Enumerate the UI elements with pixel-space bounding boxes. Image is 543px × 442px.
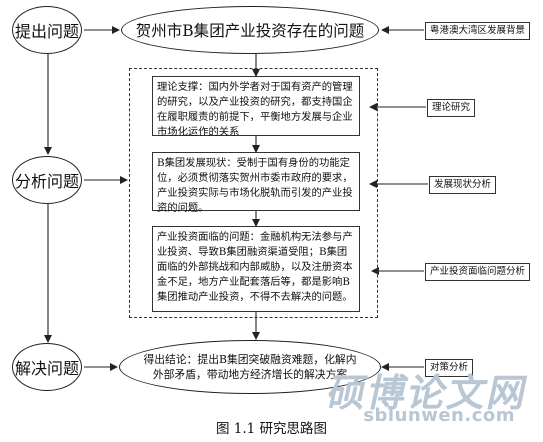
- conclusion-node: 得出结论：提出B集团突破融资难题，化解内外部矛盾，带动地方经济增长的解决方案: [119, 340, 381, 394]
- theory-box: 理论支撑：国内外学者对于国有资产的管理的研究，以及产业投资的研究，都支持国企在履…: [152, 76, 360, 138]
- tag-status: 发展现状分析: [429, 176, 497, 194]
- tag-theory: 理论研究: [427, 99, 476, 117]
- figure-caption: 图 1.1 研究思路图: [215, 421, 328, 437]
- problems-box: 产业投资面临的问题：金融机构无法参与产业投资、导致B集团融资渠道受阻；B集团面临…: [152, 226, 360, 312]
- stage-analyze: 分析问题: [12, 156, 82, 204]
- tag-problems: 产业投资面临问题分析: [425, 263, 531, 281]
- watermark-url: sblunwen.com: [363, 405, 515, 426]
- analysis-panel: [129, 68, 378, 318]
- stage-propose: 提出问题: [12, 6, 82, 54]
- tag-strategy: 对策分析: [425, 359, 474, 377]
- title-node: 贺州市B集团产业投资存在的问题: [121, 6, 379, 54]
- tag-background: 粤港澳大湾区发展背景: [425, 22, 531, 40]
- stage-solve: 解决问题: [12, 343, 82, 391]
- status-box: B集团发展现状：受制于国有身份的功能定位，必须贯彻落实贺州市委市政府的要求，产业…: [152, 152, 360, 214]
